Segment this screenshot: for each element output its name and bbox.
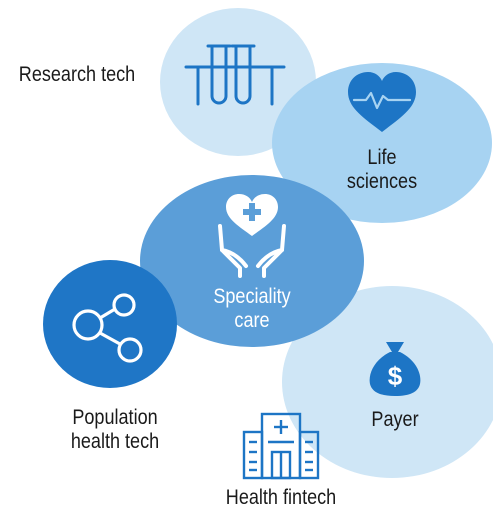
life-sciences-label: Life sciences — [337, 146, 426, 194]
network-nodes-icon — [72, 293, 143, 363]
svg-text:$: $ — [388, 361, 403, 391]
population-health-label-line1: Population — [72, 406, 158, 429]
speciality-care-bubble — [140, 175, 364, 347]
speciality-care-label-line1: Speciality — [213, 285, 291, 308]
life-sciences-label-line2: sciences — [346, 170, 418, 193]
hands-heart-icon — [218, 194, 286, 278]
research-tech-bubble — [160, 8, 316, 156]
population-health-label: Population health tech — [55, 406, 175, 454]
heart-pulse-icon — [348, 72, 416, 132]
research-tech-label: Research tech — [18, 63, 136, 86]
population-health-bubble — [43, 260, 177, 388]
payer-label: Payer — [371, 408, 419, 431]
speciality-care-label-line2: care — [234, 309, 270, 332]
test-tubes-icon — [184, 44, 286, 106]
hospital-building-icon — [242, 412, 320, 480]
health-fintech-label: Health fintech — [225, 486, 337, 509]
life-sciences-bubble — [272, 63, 492, 223]
speciality-care-label: Speciality care — [200, 285, 303, 333]
money-bag-icon: $ — [369, 342, 421, 396]
population-health-label-line2: health tech — [70, 430, 160, 453]
life-sciences-label-line1: Life — [367, 146, 397, 169]
